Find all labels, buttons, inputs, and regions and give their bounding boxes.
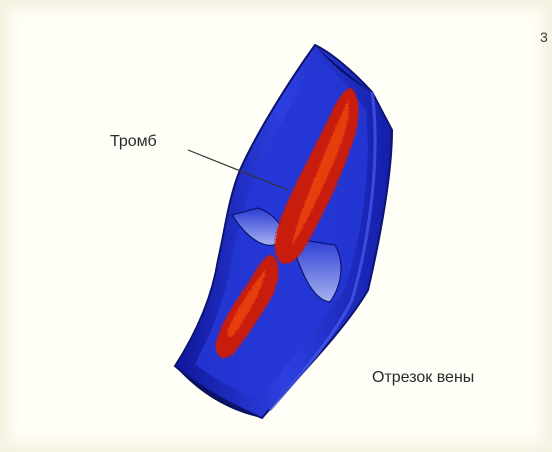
thrombus-label: Тромб (110, 134, 157, 150)
slide-number: 3 (540, 30, 548, 44)
vein-segment-label: Отрезок вены (372, 370, 474, 386)
